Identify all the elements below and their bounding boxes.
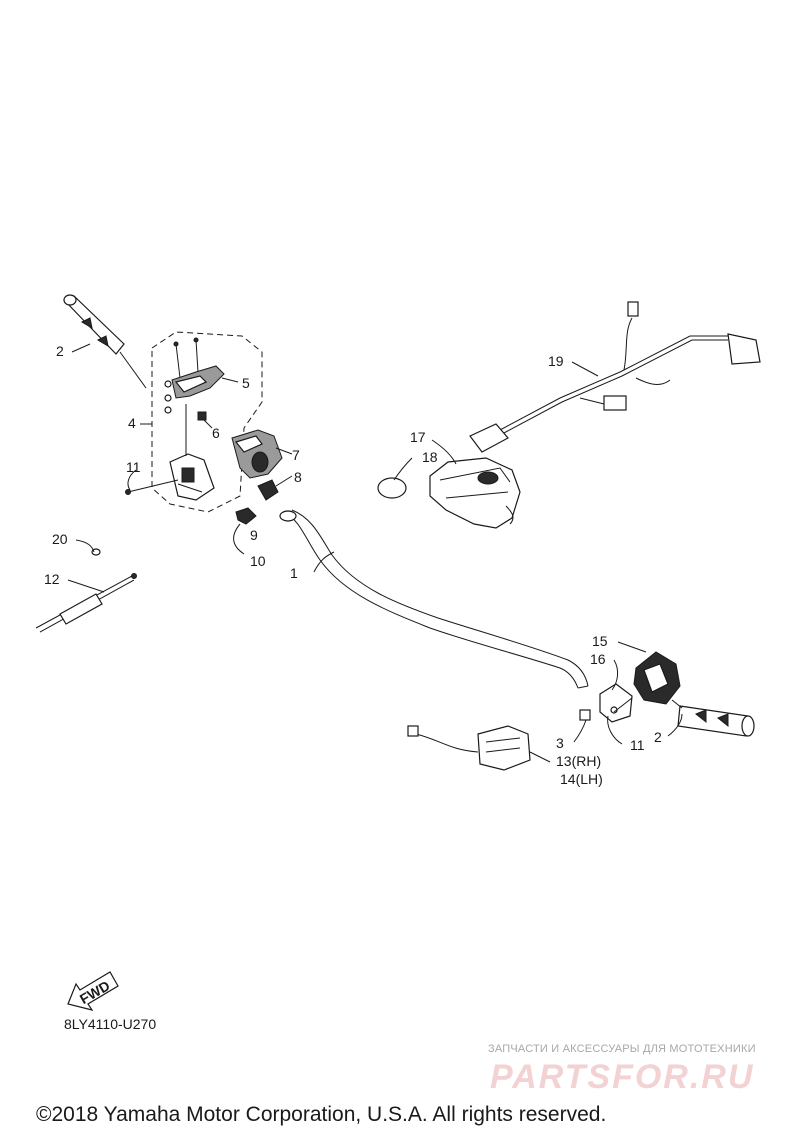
callout-19: 19 [548, 353, 564, 369]
clip [235, 507, 257, 525]
callout-8: 8 [294, 469, 302, 485]
callout-1: 1 [290, 565, 298, 581]
callout-7: 7 [292, 447, 300, 463]
diagram-reference-code: 8LY4110-U270 [64, 1016, 157, 1032]
callout-11-right: 11 [630, 737, 645, 753]
callout-15: 15 [592, 633, 608, 649]
callout-2-right: 2 [654, 729, 662, 745]
wire-harness [469, 301, 761, 453]
clamp-band [377, 477, 407, 499]
fwd-arrow: FWD [67, 971, 119, 1011]
watermark-tagline: ЗАПЧАСТИ И АКСЕССУАРЫ ДЛЯ МОТОТЕХНИКИ [488, 1043, 756, 1055]
callout-labels: 1 2 2 3 4 5 6 7 8 9 10 11 11 12 13(RH) 1… [44, 343, 662, 787]
callout-6: 6 [212, 425, 220, 441]
throttle-cable [35, 548, 137, 633]
callout-18: 18 [422, 449, 438, 465]
handlebar-cover [429, 457, 521, 529]
watermark-brand: PARTSFOR.RU [490, 1058, 755, 1096]
small-switch [257, 479, 279, 501]
right-switch-assembly [579, 651, 681, 723]
right-grip [671, 699, 755, 737]
leader-lines [67, 343, 683, 763]
callout-14: 14(LH) [560, 771, 603, 787]
copyright-notice: ©2018 Yamaha Motor Corporation, U.S.A. A… [36, 1103, 607, 1126]
left-screw [125, 479, 179, 495]
callout-2-left: 2 [56, 343, 64, 359]
callout-4: 4 [128, 415, 136, 431]
callout-17: 17 [410, 429, 426, 445]
throttle-lever [164, 337, 225, 414]
switch-housing [231, 429, 283, 479]
callout-11-left: 11 [126, 459, 141, 475]
handlebar-tube [279, 509, 589, 689]
right-screw [613, 697, 633, 713]
left-grip [63, 294, 147, 389]
callout-12: 12 [44, 571, 60, 587]
callout-3: 3 [556, 735, 564, 751]
callout-10: 10 [250, 553, 266, 569]
throttle-housing [169, 404, 215, 501]
grip-warmer [407, 725, 531, 771]
callout-20: 20 [52, 531, 68, 547]
throttle-assembly-outline [151, 331, 263, 513]
callout-13: 13(RH) [556, 753, 601, 769]
callout-9: 9 [250, 527, 258, 543]
callout-16: 16 [590, 651, 606, 667]
nut [197, 411, 207, 421]
callout-5: 5 [242, 375, 250, 391]
